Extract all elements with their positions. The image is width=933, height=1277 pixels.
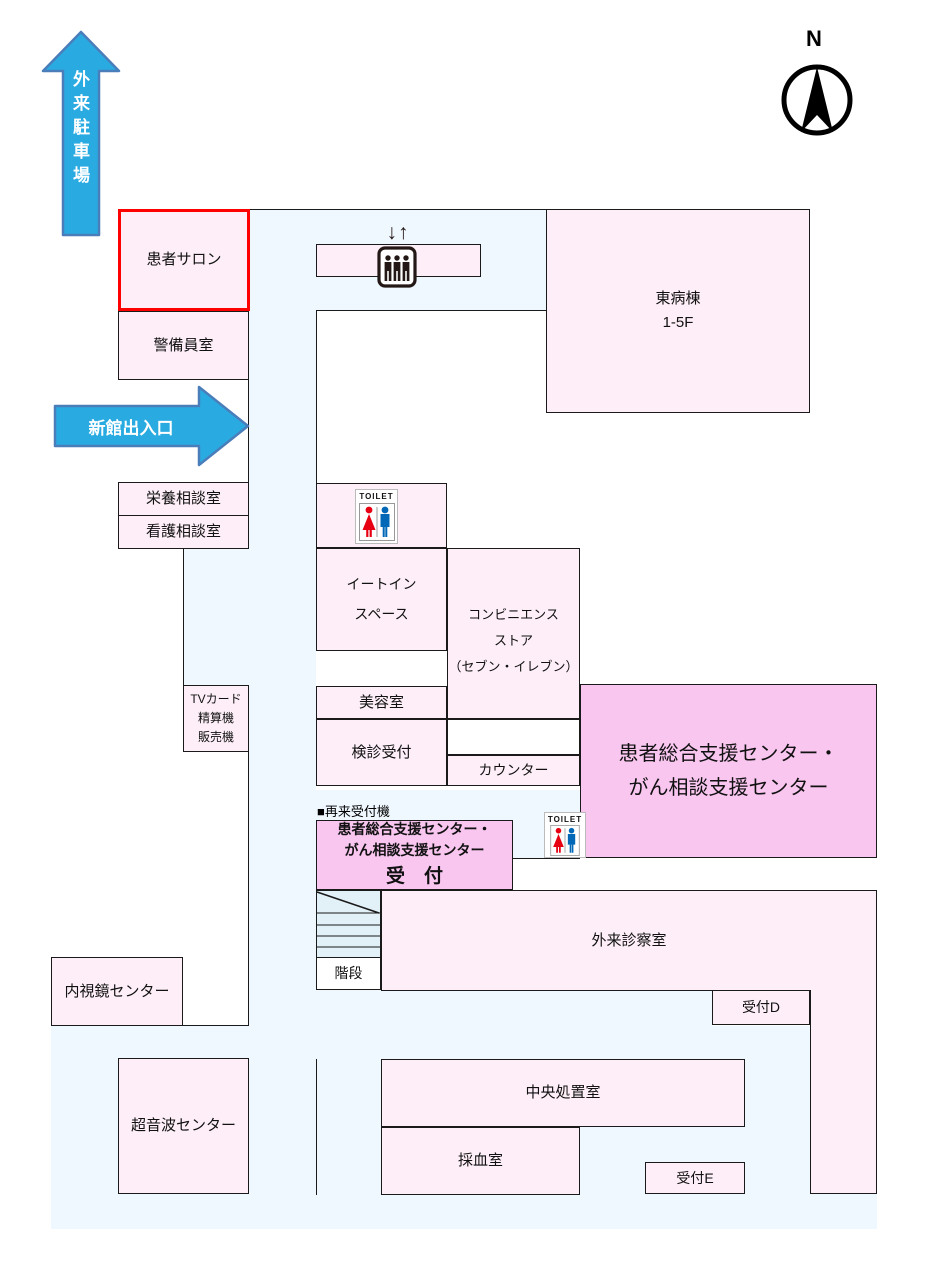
toilet-sign-1: TOILET bbox=[355, 489, 398, 544]
room-central-treatment-label: 中央処置室 bbox=[525, 1084, 601, 1101]
compass-n-label: N bbox=[806, 26, 822, 51]
room-kenshin-label: 検診受付 bbox=[351, 743, 412, 761]
parking-arrow bbox=[41, 30, 121, 237]
room-guard: 警備員室 bbox=[118, 311, 249, 380]
room-ultrasound: 超音波センター bbox=[118, 1058, 249, 1194]
wall-toilet2 bbox=[513, 858, 580, 859]
wall-inner-left bbox=[316, 310, 317, 483]
entrance-arrow-label: 新館出入口 bbox=[88, 418, 174, 438]
stairs-graphic bbox=[316, 890, 381, 958]
room-gairai-column bbox=[810, 990, 877, 1194]
toilet-sign-1-label: TOILET bbox=[359, 492, 394, 501]
room-endoscopy: 内視鏡センター bbox=[51, 957, 183, 1026]
toilet-sign-2: TOILET bbox=[544, 812, 586, 858]
room-uketsuke-d: 受付D bbox=[712, 990, 810, 1025]
room-counter-label: カウンター bbox=[478, 762, 549, 779]
room-blood-label: 採血室 bbox=[457, 1152, 503, 1169]
room-uketsuke-e: 受付E bbox=[645, 1162, 745, 1194]
room-uketsuke-e-label: 受付E bbox=[676, 1169, 714, 1186]
room-nutrition-label: 栄養相談室 bbox=[145, 490, 221, 507]
room-nutrition: 栄養相談室 bbox=[118, 482, 249, 516]
stairs-label: 階段 bbox=[334, 965, 363, 982]
room-ultrasound-label: 超音波センター bbox=[130, 1117, 236, 1134]
toilet-sign-2-label: TOILET bbox=[547, 815, 583, 824]
counter-window-cell bbox=[447, 719, 580, 755]
wall-left-lower bbox=[248, 752, 249, 1026]
corridor-left-mid bbox=[183, 549, 316, 685]
room-uketsuke-d-label: 受付D bbox=[741, 999, 781, 1016]
corridor-left-upper bbox=[249, 310, 316, 549]
room-conbini: コンビニエンス ストア （セブン・イレブン） bbox=[447, 548, 580, 719]
sairai-note: ■再来受付機 bbox=[317, 804, 390, 819]
room-endoscopy-label: 内視鏡センター bbox=[64, 982, 170, 1000]
elevator-arrows: ↓↑ bbox=[386, 221, 410, 244]
compass-icon bbox=[777, 58, 857, 138]
room-eatin-label: イートイン スペース bbox=[346, 576, 417, 622]
room-patient-salon: 患者サロン bbox=[118, 209, 250, 311]
entrance-arrow bbox=[53, 384, 251, 468]
restroom-icon bbox=[548, 824, 582, 857]
room-support-center: 患者総合支援センター・ がん相談支援センター bbox=[580, 684, 877, 858]
corridor-left-lower bbox=[249, 685, 316, 1026]
room-support-reception-label: 患者総合支援センター・ がん相談支援センター 受 付 bbox=[337, 820, 492, 887]
room-central-treatment: 中央処置室 bbox=[381, 1059, 745, 1127]
room-nursing-label: 看護相談室 bbox=[145, 523, 221, 540]
elevator-icon bbox=[377, 246, 417, 288]
room-eatin: イートイン スペース bbox=[316, 548, 447, 651]
room-tvcard-label: TVカード 精算機 販売機 bbox=[190, 691, 242, 745]
room-blood: 採血室 bbox=[381, 1127, 580, 1195]
room-support-center-label: 患者総合支援センター・ がん相談支援センター bbox=[618, 743, 839, 799]
room-gairai: 外来診察室 bbox=[381, 890, 877, 990]
room-tvcard: TVカード 精算機 販売機 bbox=[183, 685, 249, 752]
room-guard-label: 警備員室 bbox=[153, 336, 214, 354]
wall-top bbox=[118, 209, 546, 210]
room-patient-salon-label: 患者サロン bbox=[146, 251, 222, 268]
stairs-label-box: 階段 bbox=[316, 957, 381, 990]
room-counter: カウンター bbox=[447, 755, 580, 786]
room-east-ward: 東病棟 1-5F bbox=[546, 209, 810, 413]
room-east-ward-label: 東病棟 1-5F bbox=[655, 290, 701, 331]
wall-gairai-bottom bbox=[381, 990, 712, 991]
room-beauty-label: 美容室 bbox=[358, 693, 404, 711]
restroom-icon bbox=[358, 501, 395, 543]
wall-notch-bottom bbox=[183, 1025, 249, 1026]
room-support-reception: 患者総合支援センター・ がん相談支援センター 受 付 bbox=[316, 820, 513, 890]
room-conbini-label: コンビニエンス ストア （セブン・イレブン） bbox=[448, 607, 579, 674]
room-kenshin: 検診受付 bbox=[316, 719, 447, 786]
room-nursing: 看護相談室 bbox=[118, 515, 249, 549]
wall-left-mid bbox=[183, 549, 184, 685]
room-beauty: 美容室 bbox=[316, 686, 447, 719]
wall-inner-top bbox=[316, 310, 546, 311]
room-gairai-label: 外来診察室 bbox=[591, 931, 667, 949]
corridor-stairs-gap bbox=[316, 990, 712, 1026]
wall-bottom-divider bbox=[316, 1059, 317, 1195]
wall-entrance bbox=[248, 380, 249, 482]
parking-arrow-label: 外来駐車場 bbox=[70, 70, 89, 190]
